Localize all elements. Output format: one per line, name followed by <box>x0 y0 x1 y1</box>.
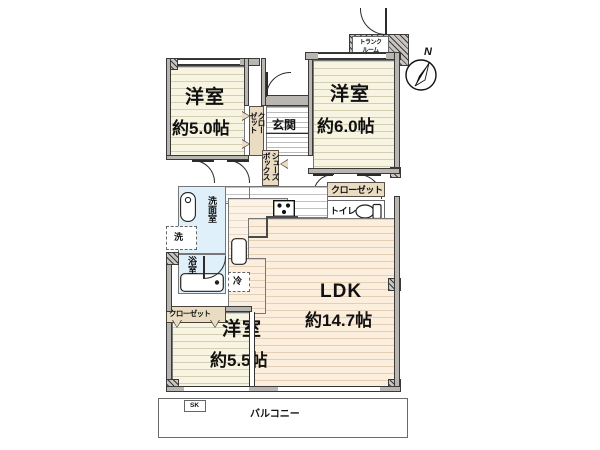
stove-icon <box>273 200 295 217</box>
kitchen-counter-edge-v <box>266 216 268 238</box>
bath-label: 浴室 <box>187 256 197 274</box>
bathtub-icon <box>180 273 224 292</box>
kitchen-counter-edge-top <box>266 216 298 218</box>
bedroom-5-door-arc <box>227 160 250 183</box>
genkan-wall-left-upper <box>261 58 266 106</box>
bedroom-55-name: 洋室 <box>222 319 263 340</box>
balcony-label: バルコニー <box>250 409 300 420</box>
sk-label: SK <box>190 402 200 409</box>
closet-bottom-left-label: クローゼット <box>169 309 211 318</box>
bedroom-5-wall-bottom <box>166 155 249 160</box>
kitchen-counter-edge-left <box>248 236 268 238</box>
plan-right-outer-wall <box>394 196 400 392</box>
washroom-door-arc <box>192 160 215 183</box>
compass-icon <box>405 59 437 91</box>
plan-left-hatch-upper <box>166 252 179 265</box>
shoe-box <box>262 150 279 186</box>
bedroom-6-door-leaf-left <box>313 174 333 176</box>
bedroom-5-wall-left <box>166 58 171 160</box>
entrance-door-arc <box>266 72 291 97</box>
closet-bottom-left-pointer-2 <box>210 319 220 328</box>
bedroom-5-door-leaf <box>227 160 249 162</box>
closet-bottom-left <box>166 306 226 323</box>
balcony-window-right <box>278 386 380 392</box>
bedroom-6-floor <box>313 60 396 170</box>
toilet-label: トイレ <box>330 206 356 216</box>
bedroom-6-wall-bottom <box>308 168 400 174</box>
bedroom-5-wall-right <box>244 58 249 106</box>
trunk-room-label-line1: トランク <box>359 40 382 46</box>
entry-closet <box>249 106 264 156</box>
entry-closet-pointer-2 <box>241 139 250 149</box>
compass-north-label: N <box>424 46 432 58</box>
bedroom-6-wall-right <box>394 52 400 174</box>
shoe-box-label-line2: ボックス <box>262 152 271 180</box>
genkan-step <box>266 133 310 135</box>
bedroom-5-size: 約5.0帖 <box>172 119 230 138</box>
bedroom-6-window <box>318 53 386 59</box>
trunk-room-door-leaf <box>385 8 387 35</box>
balcony-window-left <box>184 386 249 392</box>
kitchen-sink-icon <box>231 238 247 265</box>
genkan-label: 玄関 <box>272 118 297 132</box>
sk-box <box>184 400 206 412</box>
bedroom-6-door-leaf-right <box>357 174 381 176</box>
entrance-door-leaf <box>266 72 268 96</box>
bedroom-55-size: 約5.5帖 <box>210 351 268 370</box>
closet-bottom-left-pointer-1 <box>172 319 182 328</box>
shoe-box-label-line1: シューズ <box>271 152 280 180</box>
bedroom-6-name: 洋室 <box>330 84 371 105</box>
bath-door-leaf <box>203 256 205 278</box>
ldk-size: 約14.7帖 <box>305 311 373 330</box>
ldk-name: LDK <box>320 281 363 302</box>
entry-closet-pointer <box>241 111 250 121</box>
bedroom-55-ldk-partition <box>249 312 255 390</box>
trunk-room-label-line2: ルーム <box>362 48 379 54</box>
fridge-box <box>228 272 250 292</box>
genkan-floor <box>266 106 310 156</box>
shoe-box-pointer <box>280 159 289 169</box>
trunk-room-door-arc <box>360 8 387 35</box>
washer-box <box>166 226 197 250</box>
bedroom-5-window <box>174 59 240 65</box>
fridge-label: 冷 <box>233 276 243 286</box>
entry-closet-label-line1: クロー <box>257 112 266 133</box>
washer-label: 洗 <box>174 232 184 242</box>
vanity-sink-icon <box>180 192 196 222</box>
bedroom-6-size: 約6.0帖 <box>317 117 375 136</box>
closet-right-label: クローゼット <box>331 185 383 195</box>
bedroom-5-floor <box>169 66 245 158</box>
bedroom-5-name: 洋室 <box>185 87 226 108</box>
washroom-label: 洗面室 <box>207 196 217 223</box>
toilet-fixture-icon <box>355 203 382 220</box>
ldk-floor <box>248 218 396 390</box>
washroom-door-leaf <box>192 160 214 162</box>
entry-closet-label-line2: ゼット <box>249 112 258 133</box>
